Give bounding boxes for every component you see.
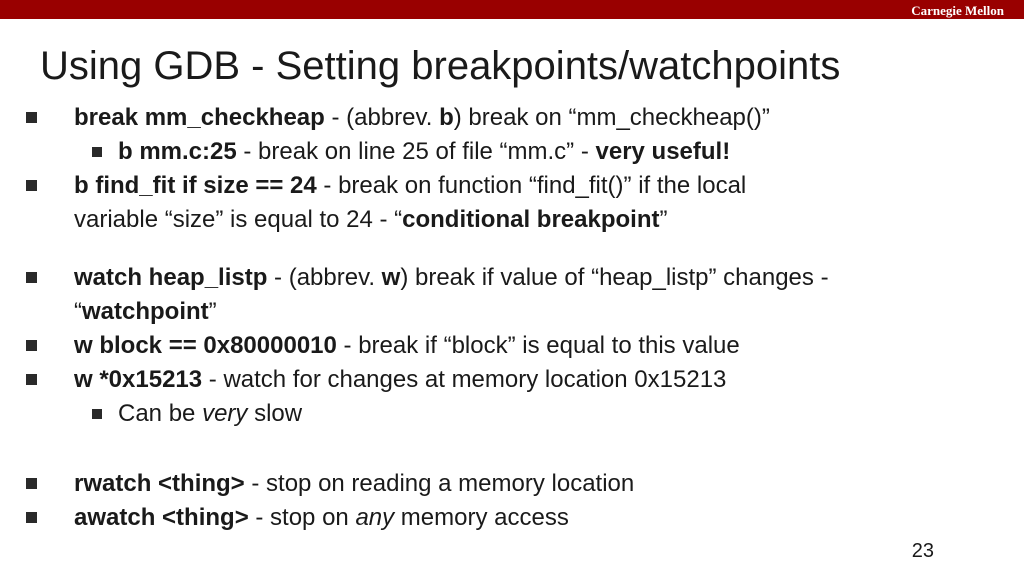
bullet-very-slow: Can be very slow: [92, 397, 303, 431]
emphasis-text: very useful!: [595, 138, 731, 165]
command-text: b find_fit if size == 24: [74, 172, 317, 199]
bullet-text: variable “size” is equal to 24 - “: [74, 206, 403, 233]
bullet-text: - break on line 25 of file “mm.c” -: [236, 138, 596, 165]
bullet-text: slow: [247, 400, 303, 427]
bullet-text: ) break on “mm_checkheap()”: [453, 104, 770, 131]
command-text: w *0x15213: [74, 366, 203, 393]
bullet-square-icon: [26, 478, 37, 489]
bullet-square-icon: [26, 340, 37, 351]
bullet-text: ”: [659, 206, 668, 233]
bullet-w-block: w block == 0x80000010 - break if “block”…: [26, 329, 740, 363]
brand-label: Carnegie Mellon: [911, 3, 1004, 18]
emphasis-text: any: [355, 504, 395, 531]
bullet-text: - stop on reading a memory location: [244, 470, 635, 497]
bullet-square-icon: [26, 374, 37, 385]
bullet-text: - watch for changes at memory location 0…: [202, 366, 727, 393]
emphasis-text: watchpoint: [82, 298, 209, 325]
top-bar: Carnegie Mellon: [0, 0, 1024, 19]
bullet-awatch: awatch <thing> - stop on any memory acce…: [26, 501, 569, 535]
command-text: w block == 0x80000010: [74, 332, 337, 359]
command-text: awatch <thing>: [74, 504, 249, 531]
bullet-break-mm-checkheap: break mm_checkheap - (abbrev. b) break o…: [26, 101, 770, 135]
bullet-watchpoint-continuation: “watchpoint”: [74, 295, 217, 329]
bullet-square-icon: [92, 147, 102, 157]
page-number: 23: [911, 540, 934, 562]
bullet-rwatch: rwatch <thing> - stop on reading a memor…: [26, 467, 635, 501]
bullet-find-fit-conditional: b find_fit if size == 24 - break on func…: [26, 169, 747, 203]
abbrev-text: b: [439, 104, 454, 131]
bullet-text: - break if “block” is equal to this valu…: [336, 332, 740, 359]
command-text: watch heap_listp: [74, 264, 268, 291]
bullet-text: - (abbrev.: [267, 264, 382, 291]
bullet-text: “: [74, 298, 82, 325]
command-text: b mm.c:25: [118, 138, 237, 165]
bullet-text: memory access: [394, 504, 569, 531]
bullet-find-fit-continuation: variable “size” is equal to 24 - “condit…: [74, 203, 667, 237]
bullet-square-icon: [26, 180, 37, 191]
bullet-square-icon: [26, 112, 37, 123]
slide-title: Using GDB - Setting breakpoints/watchpoi…: [40, 44, 841, 88]
bullet-watch-heap-listp: watch heap_listp - (abbrev. w) break if …: [26, 261, 829, 295]
bullet-text: Can be: [118, 400, 203, 427]
command-text: break mm_checkheap: [74, 104, 325, 131]
bullet-square-icon: [26, 272, 37, 283]
emphasis-text: very: [202, 400, 248, 427]
emphasis-text: conditional breakpoint: [402, 206, 660, 233]
bullet-w-memory-location: w *0x15213 - watch for changes at memory…: [26, 363, 727, 397]
bullet-text: ) break if value of “heap_listp” changes…: [400, 264, 829, 291]
bullet-square-icon: [92, 409, 102, 419]
bullet-text: - stop on: [248, 504, 356, 531]
bullet-text: - (abbrev.: [324, 104, 440, 131]
bullet-square-icon: [26, 512, 37, 523]
bullet-b-mm-c-25: b mm.c:25 - break on line 25 of file “mm…: [92, 135, 731, 169]
bullet-text: - break on function “find_fit()” if the …: [316, 172, 747, 199]
command-text: rwatch <thing>: [74, 470, 245, 497]
bullet-text: ”: [208, 298, 217, 325]
abbrev-text: w: [381, 264, 401, 291]
